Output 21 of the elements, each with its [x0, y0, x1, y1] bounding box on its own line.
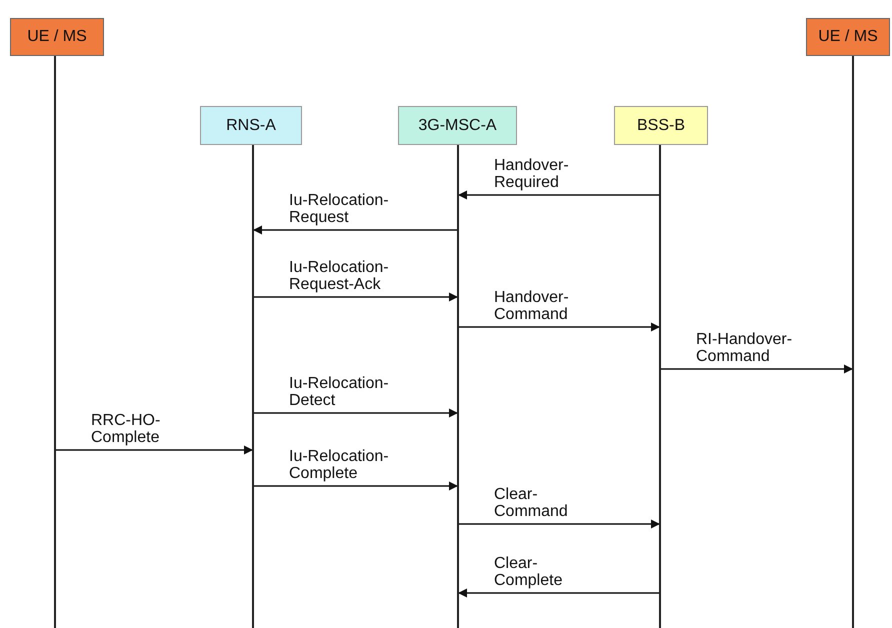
lifeline-header-box: BSS-B	[614, 106, 708, 145]
message-label: Clear- Complete	[494, 555, 562, 589]
message-label: Iu-Relocation- Complete	[289, 448, 389, 482]
message-label: Handover- Required	[494, 157, 569, 191]
message-label: RRC-HO- Complete	[91, 412, 160, 446]
message-arrow	[253, 408, 458, 418]
message-arrow	[458, 190, 660, 200]
message-arrow	[253, 226, 458, 234]
message-arrow	[253, 292, 458, 302]
lifeline-header-box: UE / MS	[806, 18, 890, 56]
message-arrow	[253, 482, 458, 490]
message-arrow	[55, 446, 253, 454]
lifeline-header-box: RNS-A	[200, 106, 302, 145]
message-arrow	[458, 520, 660, 528]
lifeline-header-box: 3G-MSC-A	[398, 106, 517, 145]
message-label: Iu-Relocation- Request-Ack	[289, 259, 389, 293]
message-arrow	[660, 364, 853, 374]
message-label: Iu-Relocation- Request	[289, 192, 389, 226]
message-arrow	[458, 322, 660, 332]
lifeline-header-box: UE / MS	[10, 18, 104, 56]
message-arrow	[458, 588, 660, 598]
